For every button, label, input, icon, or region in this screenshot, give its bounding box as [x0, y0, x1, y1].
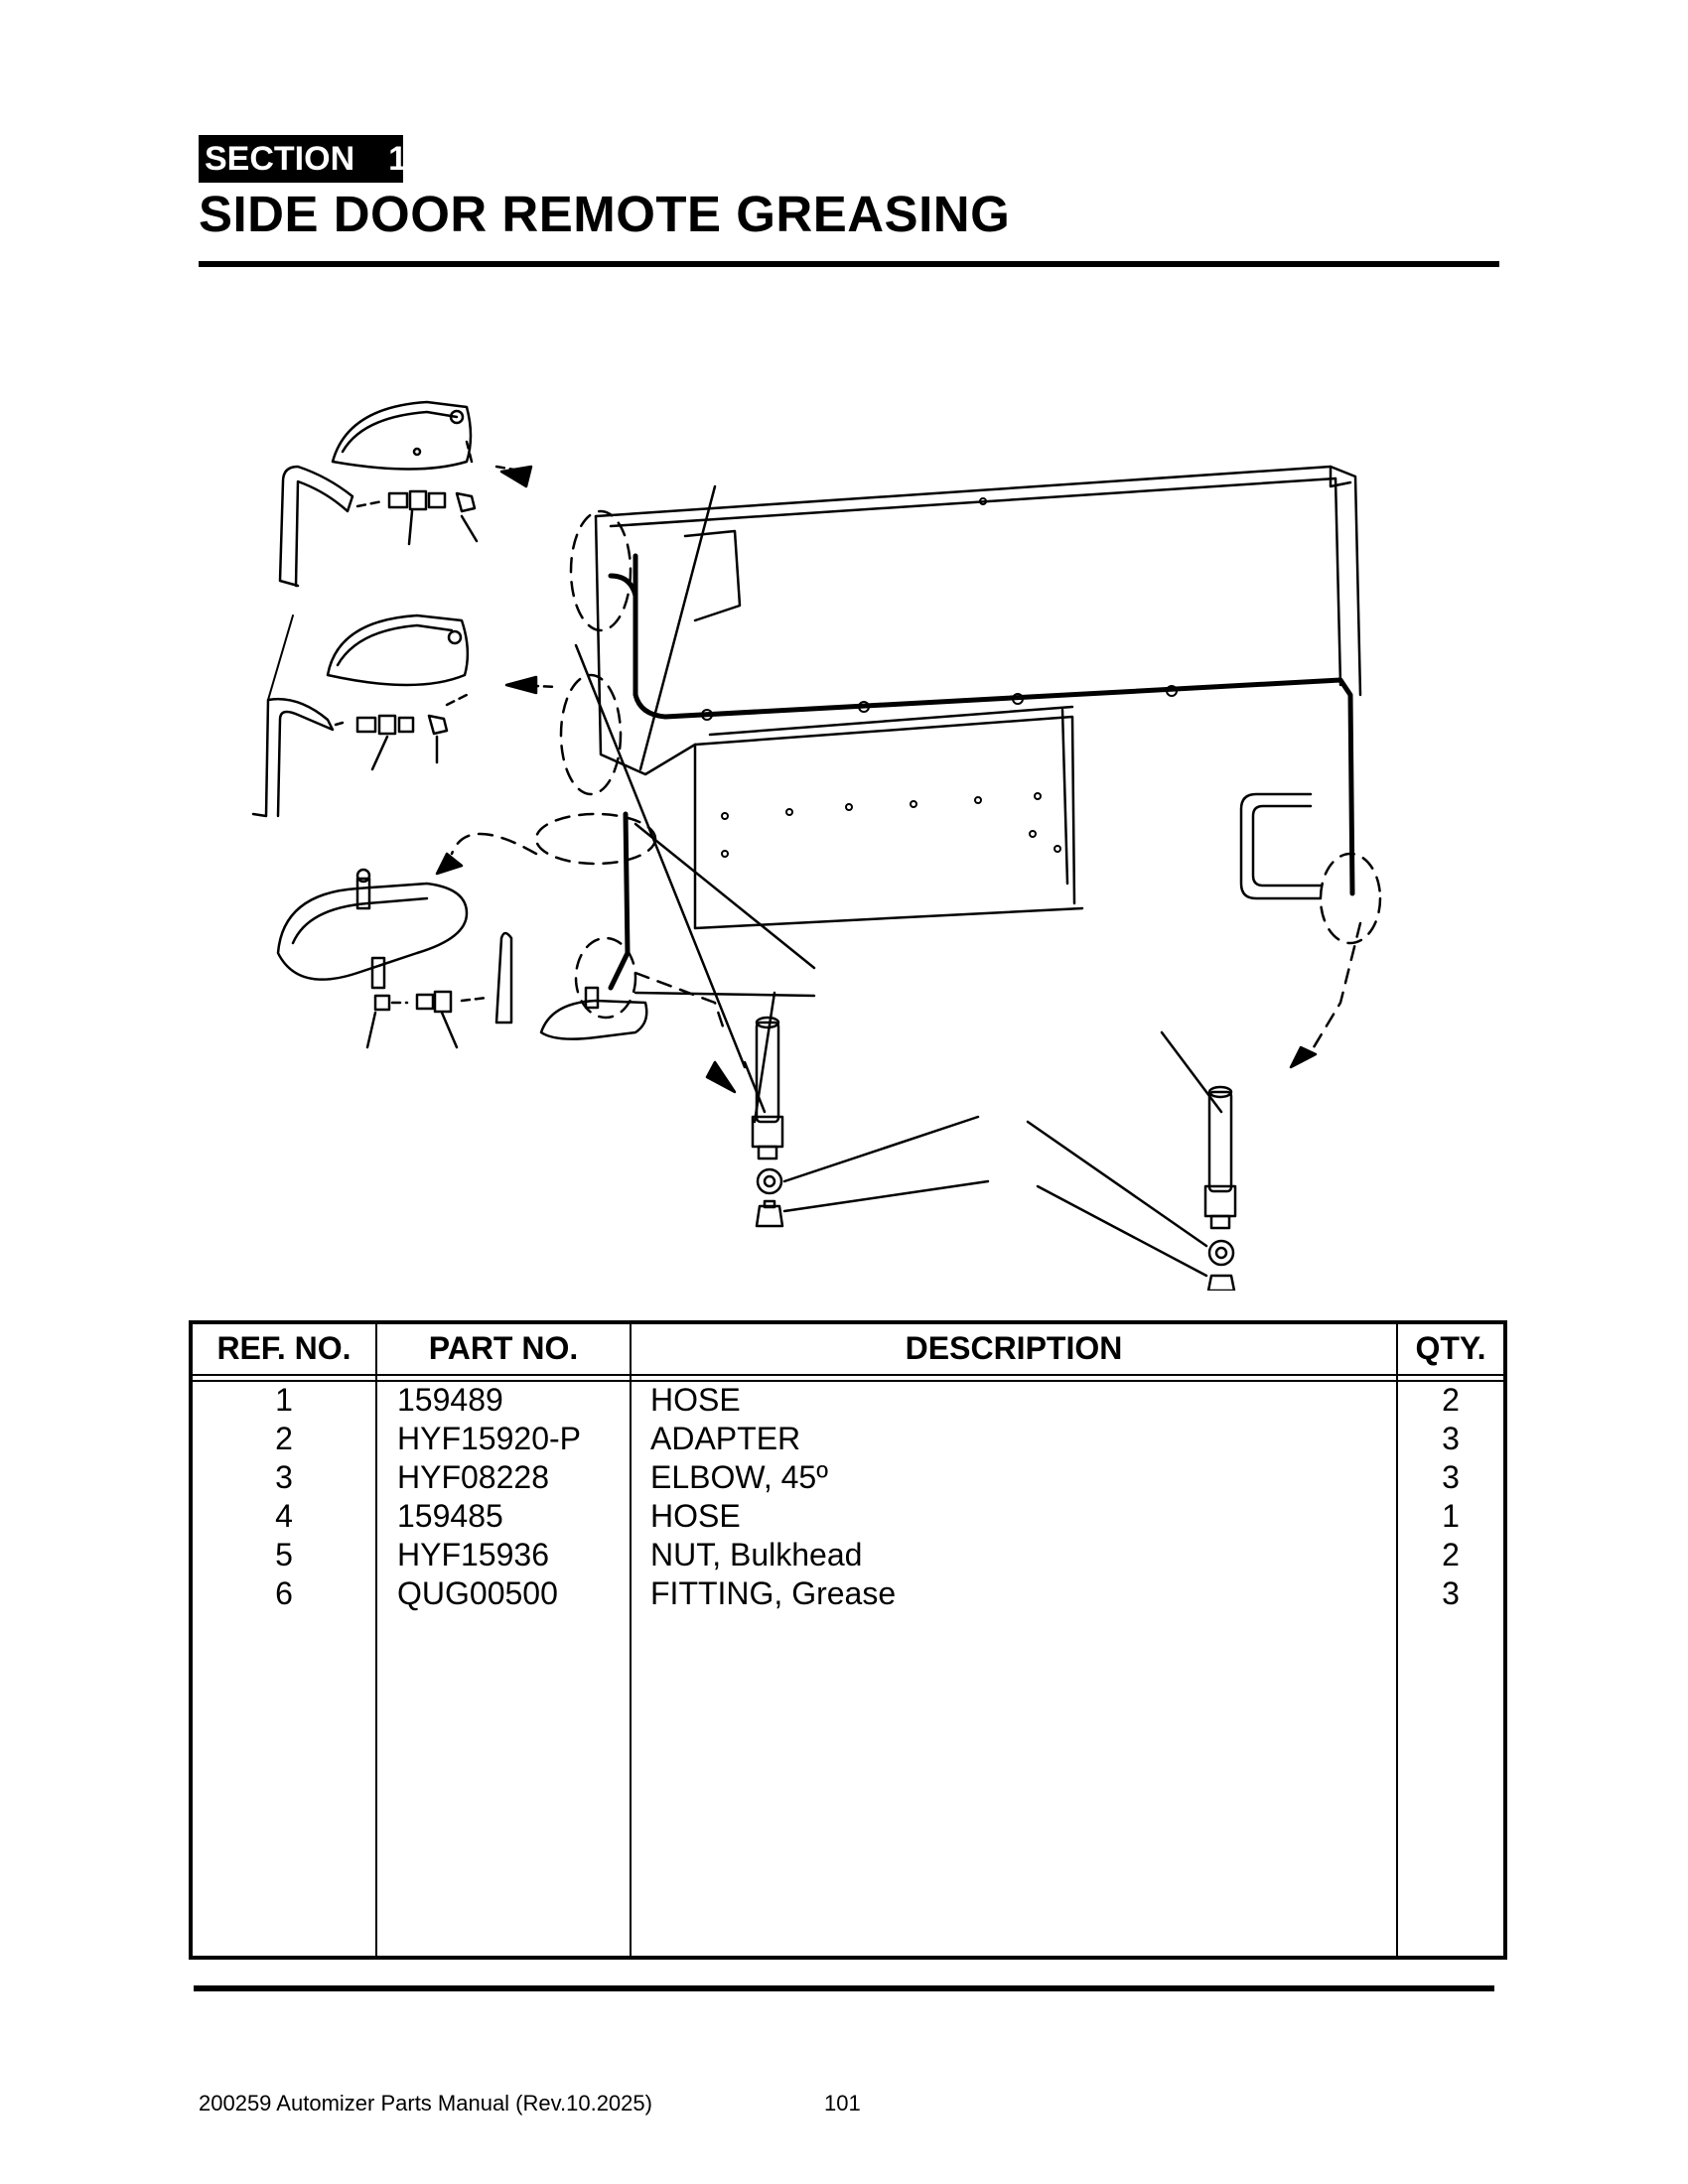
col-divider — [630, 1324, 632, 1956]
lower-bracket — [276, 868, 469, 990]
lower-middle-bracket — [539, 986, 648, 1040]
grease-stem-right — [1203, 1085, 1237, 1291]
ref-no: 2 — [275, 1421, 293, 1456]
part-no: HYF15920-P — [397, 1421, 581, 1456]
header-part-no: PART NO. — [428, 1330, 579, 1366]
page-title: SIDE DOOR REMOTE GREASING — [199, 186, 1011, 242]
description: ADAPTER — [650, 1421, 801, 1456]
part-no: QUG00500 — [397, 1575, 558, 1611]
parts-table: REF. NO. PART NO. DESCRIPTION QTY. 1 159… — [189, 1320, 1507, 1960]
lower-fittings — [373, 990, 453, 1014]
description: NUT, Bulkhead — [650, 1537, 863, 1572]
ref-no: 5 — [275, 1537, 293, 1572]
section-label: SECTION — [205, 139, 355, 178]
description: ELBOW, 45º — [650, 1459, 828, 1495]
description: HOSE — [650, 1382, 741, 1418]
header-rule — [193, 1374, 1503, 1376]
description: HOSE — [650, 1498, 741, 1534]
header-ref-no: REF. NO. — [216, 1330, 352, 1366]
middle-shield — [326, 614, 470, 687]
table-row: 3 HYF08228 ELBOW, 45º 3 — [193, 1459, 1503, 1498]
qty: 3 — [1442, 1421, 1460, 1456]
ref-no: 3 — [275, 1459, 293, 1495]
title-rule — [199, 261, 1499, 267]
middle-hose — [251, 614, 335, 818]
section-number: 1 — [388, 139, 408, 178]
part-no: 159489 — [397, 1382, 503, 1418]
page-number: 101 — [824, 2091, 861, 2116]
part-no: 159485 — [397, 1498, 503, 1534]
qty: 3 — [1442, 1575, 1460, 1611]
table-row: 1 159489 HOSE 2 — [193, 1382, 1503, 1421]
qty: 2 — [1442, 1537, 1460, 1572]
qty: 1 — [1442, 1498, 1460, 1534]
upper-shield — [331, 400, 473, 471]
hose-run — [608, 553, 1355, 896]
middle-fittings — [355, 714, 449, 736]
description: FITTING, Grease — [650, 1575, 897, 1611]
ref-no: 4 — [275, 1498, 293, 1534]
upper-fittings — [387, 489, 477, 513]
header-rule — [193, 1380, 1503, 1382]
table-row: 2 HYF15920-P ADAPTER 3 — [193, 1421, 1503, 1459]
qty: 2 — [1442, 1382, 1460, 1418]
grease-stem-left — [751, 1016, 784, 1228]
part-no: HYF15936 — [397, 1537, 549, 1572]
footer-rule — [194, 1985, 1494, 1991]
table-row: 6 QUG00500 FITTING, Grease 3 — [193, 1575, 1503, 1614]
footer-manual-title: 200259 Automizer Parts Manual (Rev.10.20… — [199, 2091, 652, 2116]
right-bracket — [1239, 792, 1323, 900]
table-row: 4 159485 HOSE 1 — [193, 1498, 1503, 1537]
col-divider — [375, 1324, 377, 1956]
qty: 3 — [1442, 1459, 1460, 1495]
section-badge: SECTION 1 — [199, 135, 407, 183]
ref-no: 6 — [275, 1575, 293, 1611]
ref-no: 1 — [275, 1382, 293, 1418]
col-divider — [1396, 1324, 1398, 1956]
part-no: HYF08228 — [397, 1459, 549, 1495]
header-qty: QTY. — [1415, 1330, 1486, 1366]
header-description: DESCRIPTION — [905, 1330, 1123, 1366]
table-row: 5 HYF15936 NUT, Bulkhead 2 — [193, 1537, 1503, 1575]
upper-hose — [278, 465, 354, 588]
exploded-parts-diagram — [251, 400, 1382, 1291]
